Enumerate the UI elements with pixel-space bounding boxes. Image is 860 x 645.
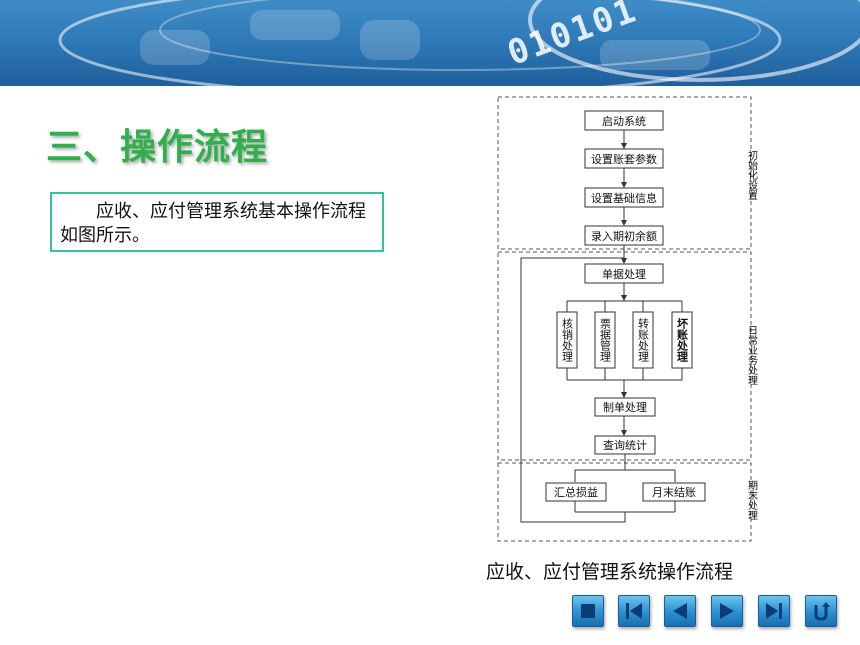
section-label-init: 初始化设置 [746, 149, 758, 200]
branch-transfer: 转账处理 [637, 317, 650, 362]
step-month-end: 月末结账 [652, 485, 696, 499]
branch-notes: 票据管理 [599, 318, 612, 362]
slide-title: 三、操作流程 [46, 127, 269, 168]
section-init-border [497, 96, 752, 250]
step-opening-balance: 录入期初余额 [591, 229, 657, 243]
section-label-daily: 日常业务处理 [746, 325, 758, 385]
step-bill-processing: 单据处理 [602, 267, 646, 281]
previous-button[interactable] [664, 595, 696, 627]
first-button[interactable] [618, 595, 650, 627]
next-button[interactable] [711, 595, 743, 627]
section-label-end: 期末处理 [746, 480, 758, 520]
return-button[interactable] [805, 595, 837, 627]
step-start-system: 启动系统 [602, 115, 646, 128]
step-summary-pl: 汇总损益 [554, 485, 598, 499]
description-box: 应收、应付管理系统基本操作流程如图所示。 [50, 192, 384, 252]
stop-button[interactable] [572, 595, 604, 627]
step-base-info: 设置基础信息 [591, 191, 657, 205]
header-banner: 010101 [0, 0, 860, 86]
last-button[interactable] [758, 595, 790, 627]
step-account-params: 设置账套参数 [591, 152, 657, 166]
stop-icon [581, 604, 595, 618]
return-icon [814, 602, 830, 621]
section-end-border [497, 462, 752, 542]
next-icon [720, 603, 734, 619]
previous-icon [673, 603, 687, 619]
last-icon [766, 603, 782, 619]
branch-bad-debt: 坏账处理 [676, 318, 690, 362]
world-map-graphic [58, 0, 860, 86]
step-query: 查询统计 [603, 438, 647, 452]
step-voucher: 制单处理 [603, 401, 647, 414]
first-icon [626, 603, 642, 619]
branch-writeoff: 核销处理 [561, 317, 574, 362]
diagram-caption: 应收、应付管理系统操作流程 [486, 561, 734, 583]
description-text: 应收、应付管理系统基本操作流程如图所示。 [60, 201, 366, 246]
